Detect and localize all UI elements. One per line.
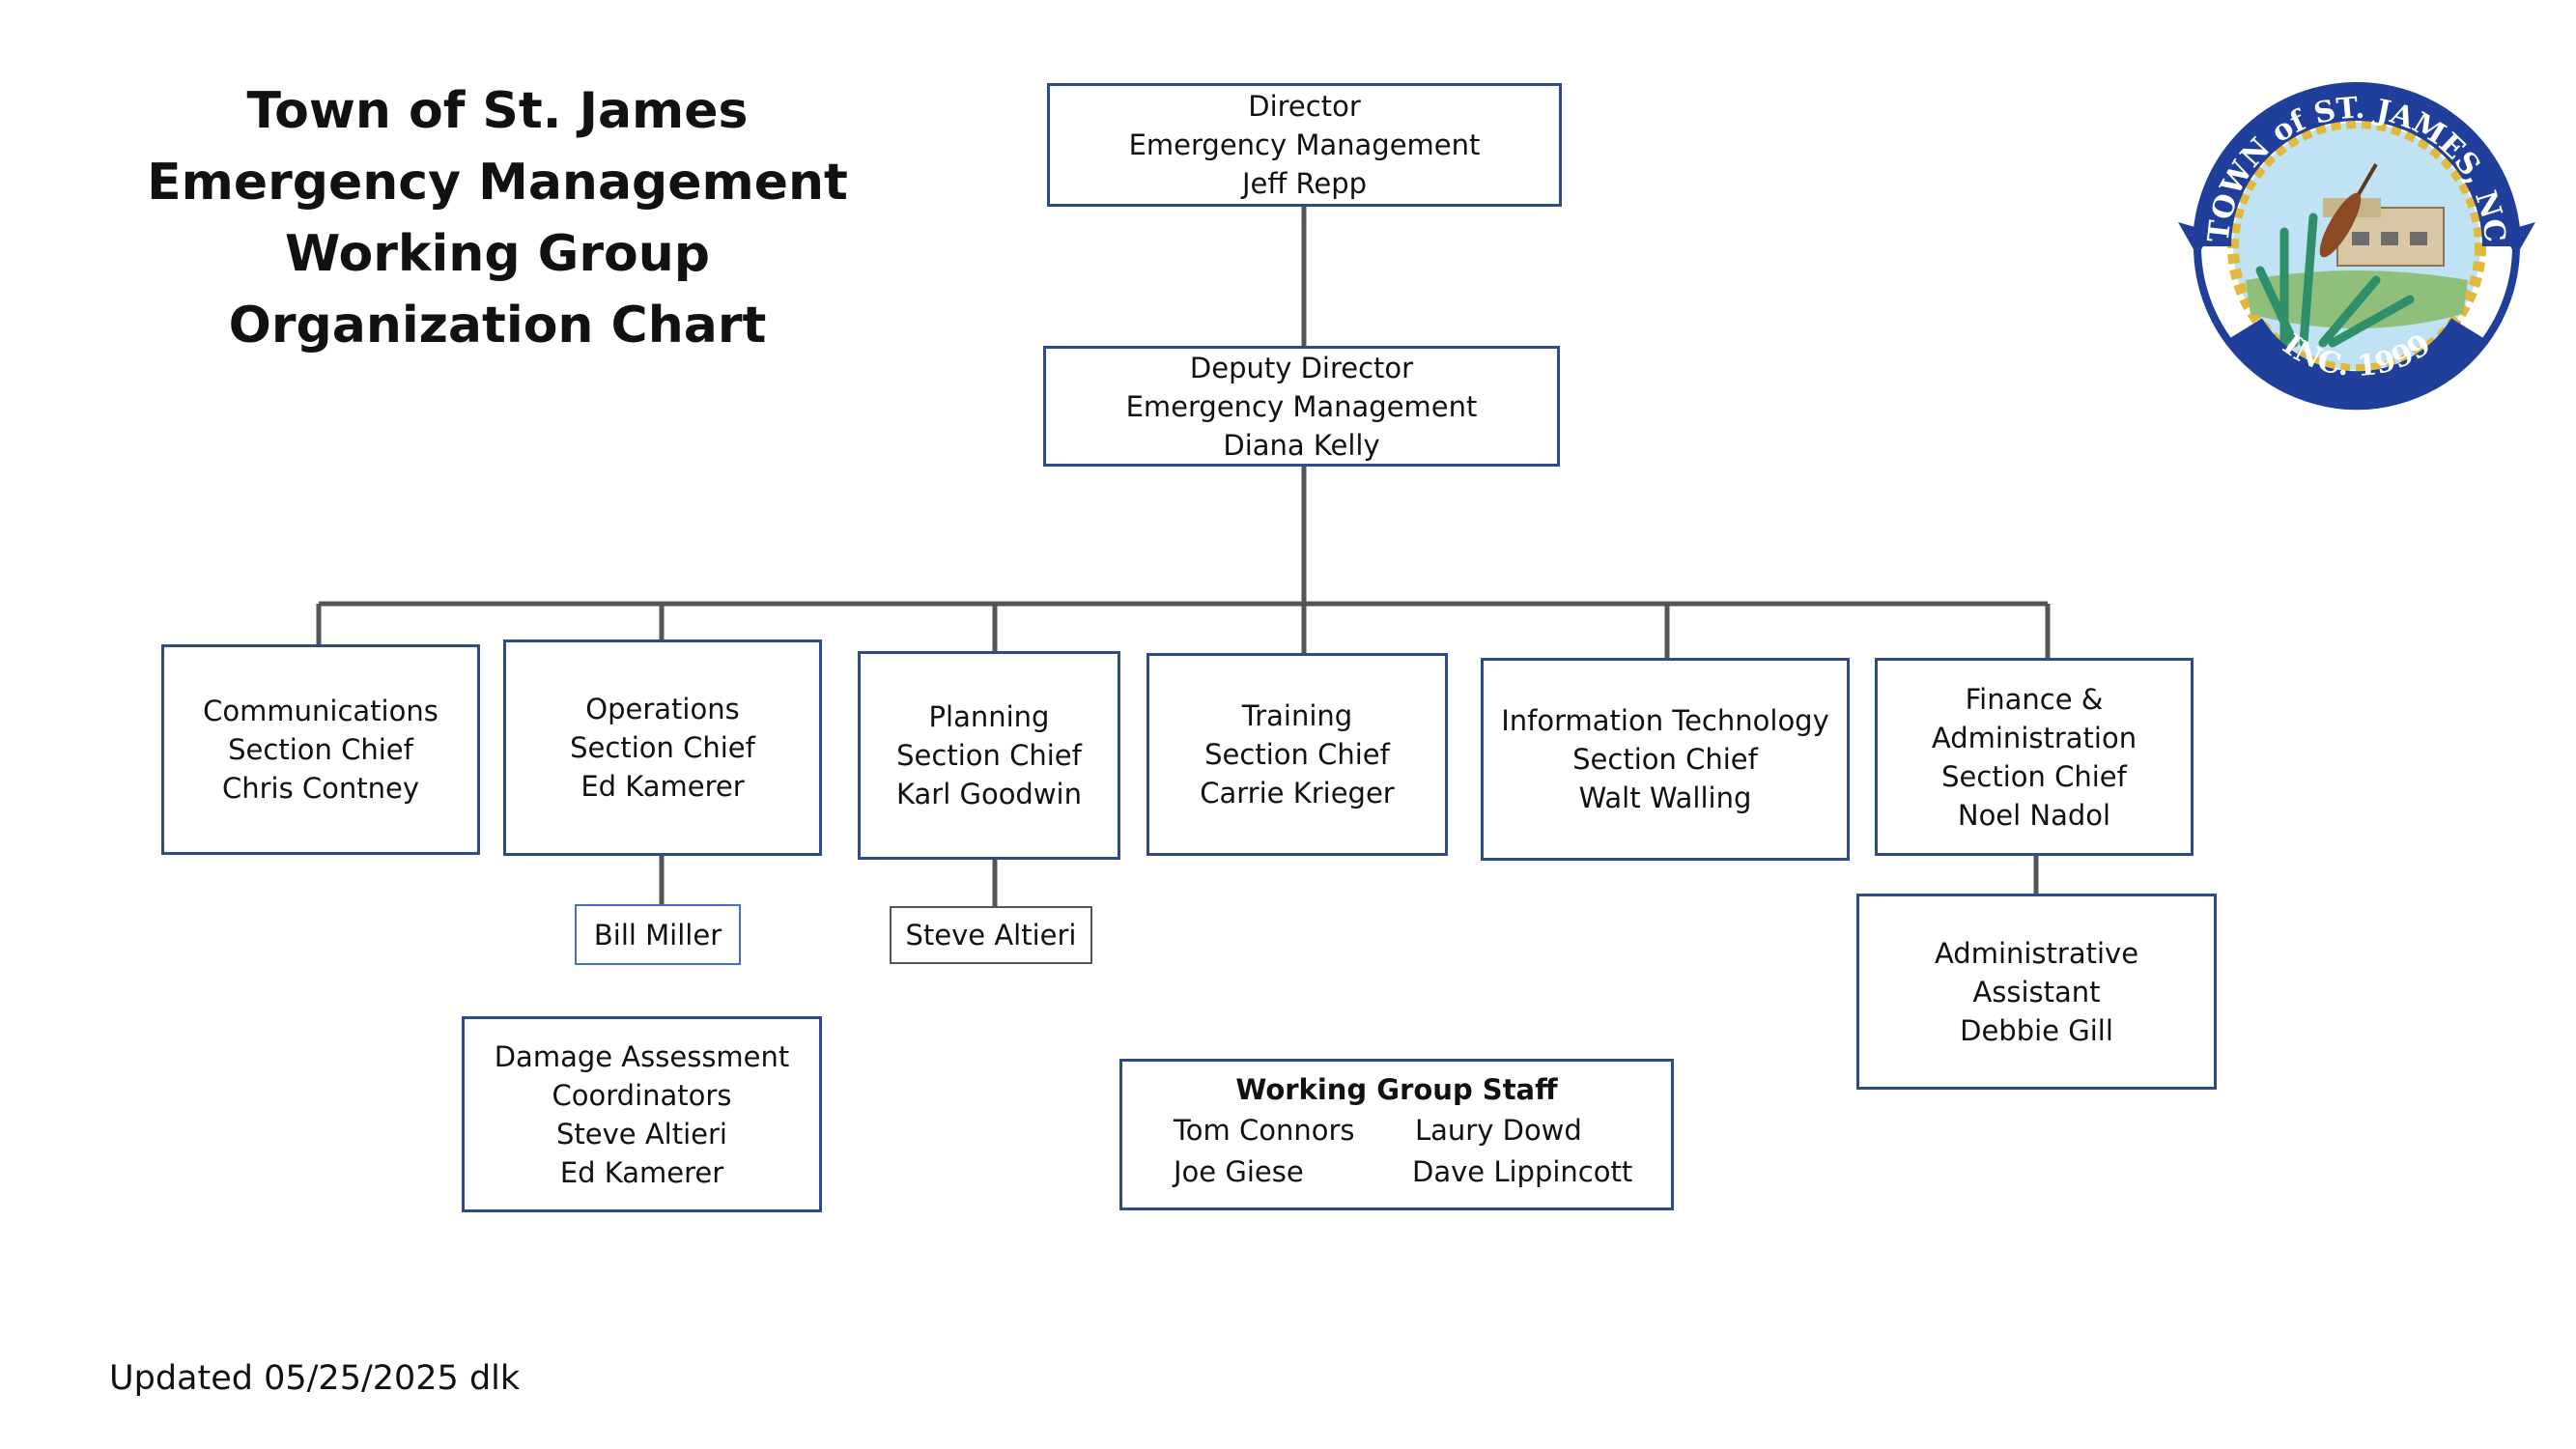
operations-member-box: Bill Miller: [575, 904, 741, 965]
assistant-line: Assistant: [1972, 975, 2101, 1009]
working-group-staff-box: Working Group Staff Tom Connors Laury Do…: [1119, 1059, 1674, 1210]
section-line: Carrie Krieger: [1200, 777, 1395, 810]
damage-assessment-box: Damage Assessment Coordinators Steve Alt…: [462, 1016, 822, 1212]
it-section-box: Information Technology Section Chief Wal…: [1481, 658, 1850, 861]
section-line: Information Technology: [1501, 704, 1829, 737]
updated-note: Updated 05/25/2025 dlk: [109, 1359, 521, 1398]
chart-title: Town of St. James Emergency Management W…: [145, 75, 850, 361]
town-seal-logo: TOWN of ST. JAMES, NC INC. 1999: [2178, 82, 2535, 411]
assistant-line: Debbie Gill: [1960, 1013, 2113, 1047]
member-name: Bill Miller: [593, 918, 722, 952]
section-line: Karl Goodwin: [896, 778, 1082, 810]
deputy-unit: Emergency Management: [1125, 389, 1478, 423]
title-line-3: Working Group: [285, 225, 710, 283]
damage-line: Ed Kamerer: [559, 1155, 724, 1189]
section-line: Section Chief: [1572, 743, 1758, 776]
training-section-box: Training Section Chief Carrie Krieger: [1146, 653, 1448, 856]
section-line: Ed Kamerer: [580, 770, 745, 803]
planning-member-box: Steve Altieri: [890, 906, 1092, 964]
section-line: Planning: [928, 700, 1050, 733]
deputy-director-box: Deputy Director Emergency Management Dia…: [1043, 346, 1560, 467]
damage-line: Steve Altieri: [556, 1117, 727, 1151]
deputy-role: Deputy Director: [1189, 351, 1414, 384]
section-line: Communications: [203, 695, 439, 727]
section-line: Noel Nadol: [1957, 798, 2111, 832]
title-line-1: Town of St. James: [246, 82, 749, 140]
section-line: Section Chief: [570, 731, 755, 764]
admin-assistant-box: Administrative Assistant Debbie Gill: [1856, 894, 2217, 1090]
staff-name: Laury Dowd: [1415, 1114, 1582, 1147]
communications-section-box: Communications Section Chief Chris Contn…: [161, 644, 480, 855]
director-name: Jeff Repp: [1241, 167, 1368, 200]
section-line: Operations: [585, 693, 740, 725]
section-line: Walt Walling: [1578, 781, 1752, 814]
section-line: Training: [1241, 699, 1353, 732]
seal-bottom-band: [2228, 318, 2485, 411]
deputy-name: Diana Kelly: [1223, 428, 1380, 462]
assistant-line: Administrative: [1934, 936, 2139, 970]
section-line: Chris Contney: [221, 772, 420, 805]
seal-reeds: [2255, 213, 2415, 348]
seal-top-band: [2193, 82, 2521, 247]
section-line: Administration: [1931, 721, 2137, 754]
damage-line: Damage Assessment: [494, 1039, 790, 1073]
director-box: Director Emergency Management Jeff Repp: [1047, 83, 1562, 207]
working-group-heading: Working Group Staff: [1235, 1073, 1558, 1106]
director-unit: Emergency Management: [1128, 128, 1481, 161]
section-line: Section Chief: [896, 739, 1082, 772]
seal-cattail: [2319, 192, 2362, 258]
staff-name: Tom Connors: [1174, 1114, 1355, 1147]
damage-line: Coordinators: [552, 1078, 732, 1112]
title-line-4: Organization Chart: [228, 297, 767, 355]
section-line: Section Chief: [1941, 759, 2127, 793]
title-line-2: Emergency Management: [147, 154, 848, 212]
planning-section-box: Planning Section Chief Karl Goodwin: [858, 651, 1120, 860]
section-line: Finance &: [1965, 682, 2104, 716]
member-name: Steve Altieri: [905, 919, 1077, 952]
director-role: Director: [1248, 90, 1361, 123]
operations-section-box: Operations Section Chief Ed Kamerer: [503, 639, 822, 856]
staff-name: Joe Giese: [1174, 1155, 1304, 1188]
section-line: Section Chief: [1204, 738, 1390, 771]
finance-section-box: Finance & Administration Section Chief N…: [1875, 658, 2194, 856]
staff-name: Dave Lippincott: [1412, 1155, 1633, 1188]
section-line: Section Chief: [228, 733, 413, 766]
